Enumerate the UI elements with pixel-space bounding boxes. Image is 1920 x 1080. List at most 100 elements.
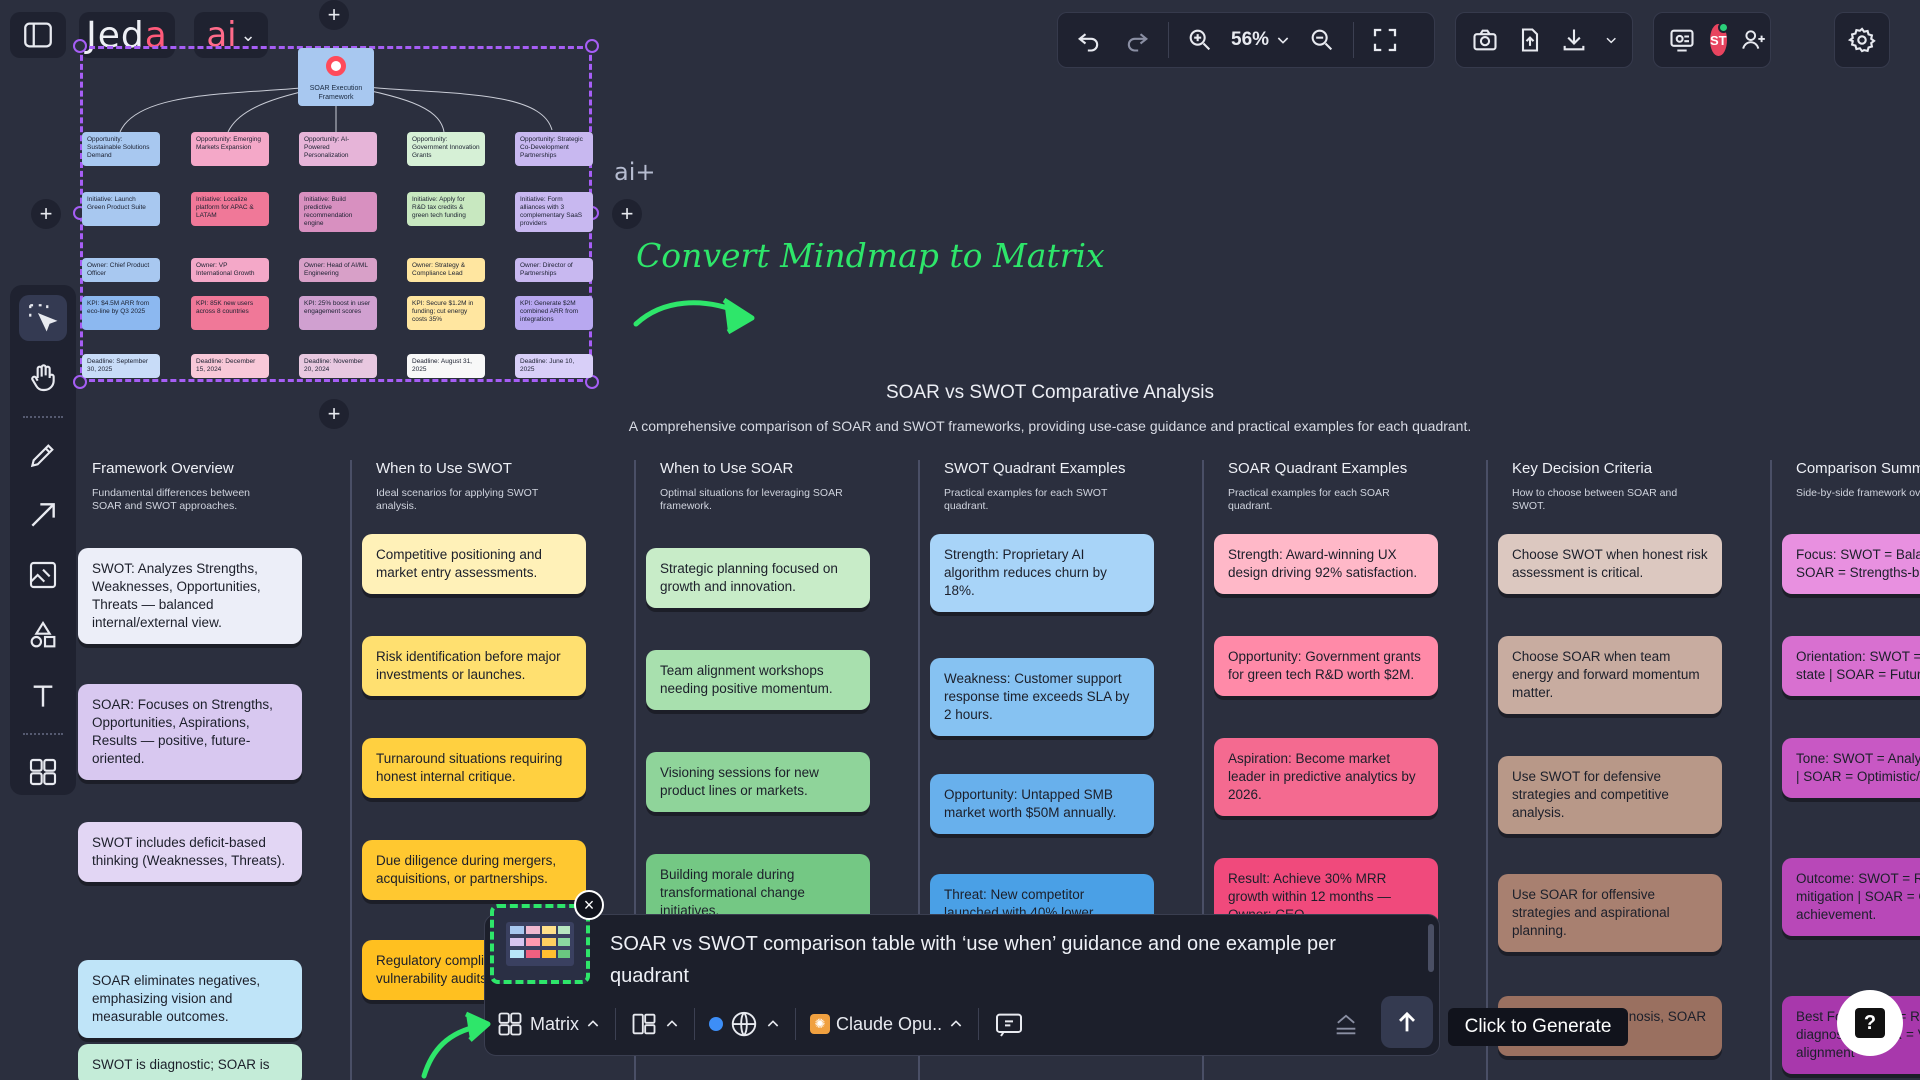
matrix-card[interactable]: Outcome: SWOT = Risk mitigation | SOAR =… — [1782, 858, 1920, 936]
mindmap-node[interactable]: Initiative: Form alliances with 3 comple… — [515, 192, 593, 232]
matrix-card[interactable]: SWOT is diagnostic; SOAR is — [78, 1044, 302, 1080]
add-user-icon[interactable] — [1741, 23, 1767, 57]
chevron-down-icon[interactable] — [1604, 32, 1618, 48]
mindmap-node[interactable]: Opportunity: Emerging Markets Expansion — [191, 132, 269, 166]
add-node-bottom-button[interactable]: + — [319, 399, 349, 429]
prompt-input[interactable]: SOAR vs SWOT comparison table with ‘use … — [610, 933, 1336, 987]
help-button[interactable]: ? — [1837, 990, 1903, 1056]
matrix-card[interactable]: Team alignment workshops needing positiv… — [646, 650, 870, 710]
resize-handle[interactable] — [585, 39, 599, 53]
matrix-card[interactable]: Use SWOT for defensive strategies and co… — [1498, 756, 1722, 834]
matrix-card[interactable]: Strength: Proprietary AI algorithm reduc… — [930, 534, 1154, 612]
mindmap-node[interactable]: KPI: 25% boost in user engagement scores — [299, 296, 377, 330]
view-toolbar: 56% — [1057, 12, 1435, 68]
text-tool[interactable] — [19, 673, 67, 719]
matrix-card[interactable]: Due diligence during mergers, acquisitio… — [362, 840, 586, 900]
undo-icon[interactable] — [1072, 23, 1106, 57]
layout-selector[interactable]: Matrix — [496, 1010, 601, 1038]
mindmap-node[interactable]: Initiative: Build predictive recommendat… — [299, 192, 377, 232]
hand-tool[interactable] — [19, 355, 67, 401]
prompt-scrollbar[interactable] — [1428, 924, 1434, 972]
settings-button[interactable] — [1834, 12, 1890, 68]
mindmap-node[interactable]: KPI: Secure $1.2M in funding; cut energy… — [407, 296, 485, 330]
camera-icon[interactable] — [1470, 23, 1501, 57]
zoom-in-icon[interactable] — [1183, 23, 1217, 57]
matrix-card[interactable]: Opportunity: Untapped SMB market worth $… — [930, 774, 1154, 834]
matrix-card[interactable]: Turnaround situations requiring honest i… — [362, 738, 586, 798]
mindmap-node-label: Owner: Director of Partnerships — [520, 262, 573, 277]
image-tool[interactable] — [19, 552, 67, 598]
select-tool[interactable] — [19, 295, 67, 342]
matrix-card[interactable]: SWOT: Analyzes Strengths, Weaknesses, Op… — [78, 548, 302, 644]
arrow-icon — [31, 503, 55, 527]
presentation-icon[interactable] — [1668, 23, 1696, 57]
pen-tool[interactable] — [19, 432, 67, 478]
page-layout-selector[interactable] — [630, 1010, 680, 1038]
zoom-out-icon[interactable] — [1305, 23, 1339, 57]
add-node-left-button[interactable]: + — [31, 199, 61, 229]
shapes-tool[interactable] — [19, 612, 67, 658]
mindmap-node[interactable]: Deadline: November 20, 2024 — [299, 354, 377, 378]
mindmap-node[interactable]: Owner: Head of AI/ML Engineering — [299, 258, 377, 282]
collapse-panel-button[interactable] — [1332, 1010, 1360, 1043]
mindmap-node[interactable]: Deadline: December 15, 2024 — [191, 354, 269, 378]
download-icon[interactable] — [1559, 23, 1590, 57]
matrix-card[interactable]: Strength: Award-winning UX design drivin… — [1214, 534, 1438, 594]
matrix-card[interactable]: SOAR: Focuses on Strengths, Opportunitie… — [78, 684, 302, 780]
mindmap-node[interactable]: Deadline: September 30, 2025 — [82, 354, 160, 378]
sidebar-toggle-button[interactable] — [10, 12, 66, 58]
add-node-right-button[interactable]: + — [612, 199, 642, 229]
matrix-card[interactable]: Focus: SWOT = Balanced | SOAR = Strength… — [1782, 534, 1920, 594]
mindmap-root-node[interactable]: SOAR Execution Framework — [298, 48, 374, 106]
matrix-card[interactable]: Visioning sessions for new product lines… — [646, 752, 870, 812]
matrix-template-thumbnail[interactable] — [490, 904, 590, 984]
chat-button[interactable] — [993, 1008, 1025, 1040]
close-icon[interactable]: × — [574, 890, 604, 920]
matrix-card[interactable]: Opportunity: Government grants for green… — [1214, 636, 1438, 696]
mindmap-node[interactable]: KPI: $4.5M ARR from eco-line by Q3 2025 — [82, 296, 160, 330]
mindmap-node[interactable]: Owner: Director of Partnerships — [515, 258, 593, 282]
upload-icon[interactable] — [1515, 23, 1546, 57]
arrow-tool[interactable] — [19, 492, 67, 538]
matrix-card[interactable]: SOAR eliminates negatives, emphasizing v… — [78, 960, 302, 1038]
mindmap-node[interactable]: KPI: Generate $2M combined ARR from inte… — [515, 296, 593, 330]
resize-handle[interactable] — [73, 39, 87, 53]
matrix-card[interactable]: Weakness: Customer support response time… — [930, 658, 1154, 736]
mindmap-node[interactable]: Owner: VP International Growth — [191, 258, 269, 282]
web-search-toggle[interactable] — [709, 1009, 781, 1039]
mindmap-node[interactable]: Owner: Strategy & Compliance Lead — [407, 258, 485, 282]
model-selector[interactable]: ✺ Claude Opu.. — [810, 1014, 964, 1035]
mindmap-node[interactable]: Deadline: June 10, 2025 — [515, 354, 593, 378]
matrix-card[interactable]: SWOT includes deficit-based thinking (We… — [78, 822, 302, 882]
matrix-card[interactable]: Choose SWOT when honest risk assessment … — [1498, 534, 1722, 594]
matrix-card[interactable]: Tone: SWOT = Analytical/Critical | SOAR … — [1782, 738, 1920, 798]
matrix-card[interactable]: Use SOAR for offensive strategies and as… — [1498, 874, 1722, 952]
mindmap-node[interactable]: Opportunity: Sustainable Solutions Deman… — [82, 132, 160, 166]
matrix-card[interactable]: Orientation: SWOT = Current state | SOAR… — [1782, 636, 1920, 696]
mindmap-node[interactable]: Deadline: August 31, 2025 — [407, 354, 485, 378]
matrix-card[interactable]: Aspiration: Become market leader in pred… — [1214, 738, 1438, 816]
user-avatar[interactable]: ST — [1710, 22, 1729, 56]
add-node-top-button[interactable]: + — [319, 0, 349, 30]
mindmap-node[interactable]: Initiative: Apply for R&D tax credits & … — [407, 192, 485, 226]
mindmap-node[interactable]: Initiative: Localize platform for APAC &… — [191, 192, 269, 226]
mindmap-node[interactable]: Initiative: Launch Green Product Suite — [82, 192, 160, 226]
mindmap-node[interactable]: Opportunity: Government Innovation Grant… — [407, 132, 485, 166]
mindmap-node[interactable]: Opportunity: Strategic Co-Development Pa… — [515, 132, 593, 166]
redo-icon[interactable] — [1120, 23, 1154, 57]
mindmap-node[interactable]: Owner: Chief Product Officer — [82, 258, 160, 282]
mindmap-node[interactable]: KPI: 85K new users across 8 countries — [191, 296, 269, 330]
matrix-card[interactable]: Competitive positioning and market entry… — [362, 534, 586, 594]
matrix-card[interactable]: Risk identification before major investm… — [362, 636, 586, 696]
ai-plus-button[interactable]: ai+ — [614, 158, 656, 186]
matrix-card[interactable]: Choose SOAR when team energy and forward… — [1498, 636, 1722, 714]
zoom-level-dropdown[interactable]: 56% — [1231, 29, 1291, 51]
fullscreen-icon[interactable] — [1368, 23, 1402, 57]
card-text: Use SOAR for offensive strategies and as… — [1512, 887, 1670, 938]
templates-tool[interactable] — [19, 749, 67, 795]
mindmap-node[interactable]: Opportunity: AI-Powered Personalization — [299, 132, 377, 166]
resize-handle[interactable] — [73, 375, 87, 389]
matrix-card[interactable]: Strategic planning focused on growth and… — [646, 548, 870, 608]
generate-button[interactable] — [1381, 996, 1433, 1048]
